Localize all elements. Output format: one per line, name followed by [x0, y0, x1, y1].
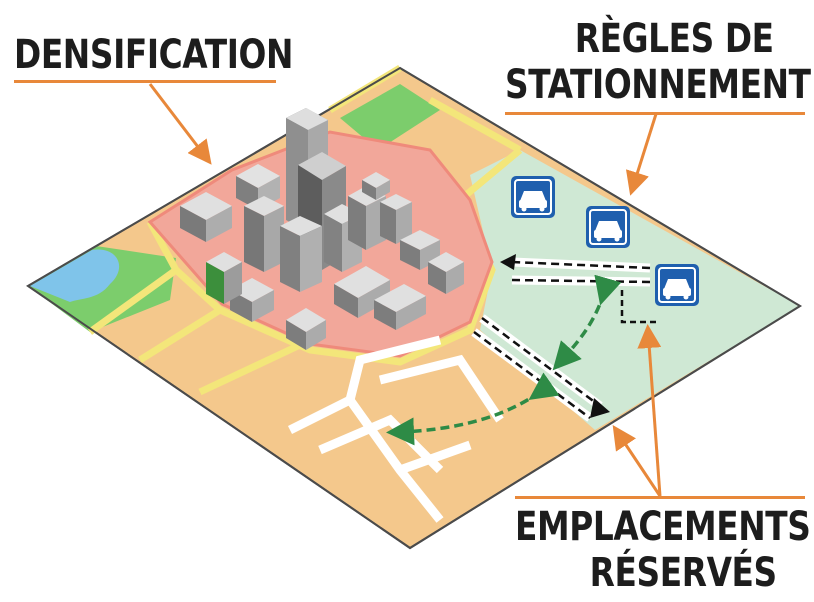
regles-underline — [505, 112, 805, 115]
building-11 — [400, 230, 440, 270]
label-regles-stationnement: RÈGLES DE STATIONNEMENT — [505, 16, 811, 108]
green-zone — [470, 150, 800, 430]
water-body — [30, 249, 120, 302]
map-edge — [26, 66, 802, 550]
emplacements-underline — [515, 496, 805, 499]
building-green — [206, 252, 242, 304]
building-4 — [180, 192, 232, 242]
densification-underline — [14, 80, 276, 83]
building-12 — [428, 252, 464, 294]
car-icon — [663, 279, 691, 300]
building-13 — [334, 266, 390, 318]
car-icon — [594, 221, 622, 242]
car-icon — [519, 191, 547, 212]
label-emplacements-line1: EMPLACEMENTS — [515, 504, 811, 550]
label-emplacements-reserves: EMPLACEMENTS RÉSERVÉS — [515, 504, 811, 596]
label-densification: DENSIFICATION — [14, 32, 294, 78]
label-regles-line2: STATIONNEMENT — [505, 62, 811, 108]
park-top — [340, 84, 440, 150]
building-9 — [362, 172, 390, 200]
building-15 — [286, 308, 326, 350]
parking-sign-2 — [586, 206, 630, 248]
building-5 — [244, 196, 284, 272]
label-pointers — [148, 83, 662, 497]
buildings — [180, 108, 464, 350]
parking-sign-1 — [511, 176, 555, 218]
label-regles-line1: RÈGLES DE — [574, 16, 774, 62]
building-10 — [380, 194, 412, 244]
walking-arrows — [386, 274, 622, 446]
label-emplacements-line2: RÉSERVÉS — [589, 550, 777, 596]
parking-sign-3 — [655, 264, 699, 306]
building-6 — [280, 216, 322, 292]
building-14 — [374, 284, 426, 330]
